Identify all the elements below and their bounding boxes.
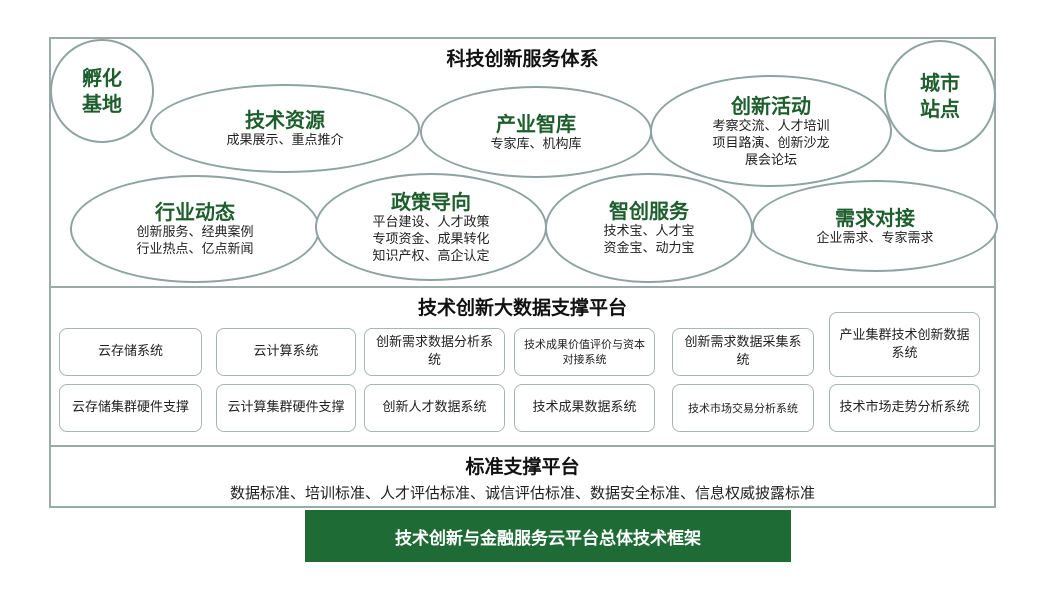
ellipse-title: 行业动态 (155, 200, 235, 224)
ellipse-industry-news: 行业动态创新服务、经典案例 行业热点、亿点新闻 (70, 175, 320, 283)
system-box: 创新需求数据采集系统 (672, 328, 814, 376)
standard-section (49, 445, 996, 508)
ellipse-title: 技术资源 (245, 108, 325, 132)
ellipse-tech-resources: 技术资源成果展示、重点推介 (150, 84, 420, 173)
ellipse-sub: 平台建设、人才政策 专项资金、成果转化 知识产权、高企认定 (372, 214, 490, 264)
system-box: 云存储集群硬件支撑 (59, 384, 202, 432)
ellipse-smart-services: 智创服务技术宝、人才宝 资金宝、动力宝 (545, 173, 753, 283)
ellipse-title: 创新活动 (731, 93, 811, 118)
ellipse-policy: 政策导向平台建设、人才政策 专项资金、成果转化 知识产权、高企认定 (315, 173, 547, 281)
ellipse-sub: 企业需求、专家需求 (816, 230, 934, 246)
service-system-title: 科技创新服务体系 (446, 48, 599, 70)
ellipse-sub: 专家库、机构库 (490, 136, 582, 152)
circle-label: 孵化 基地 (82, 66, 122, 116)
ellipse-title: 政策导向 (391, 189, 471, 214)
big-data-title: 技术创新大数据支撑平台 (417, 297, 627, 319)
ellipse-sub: 成果展示、重点推介 (226, 133, 344, 148)
system-box: 技术市场交易分析系统 (672, 384, 814, 432)
system-box: 技术成果价值评价与资本对接系统 (514, 328, 655, 376)
incubator-circle: 孵化 基地 (50, 39, 154, 143)
system-box: 云存储系统 (59, 328, 202, 376)
circle-label: 城市 站点 (920, 71, 960, 121)
ellipse-sub: 创新服务、经典案例 行业热点、亿点新闻 (136, 225, 254, 257)
ellipse-demand-matching: 需求对接企业需求、专家需求 (752, 180, 998, 272)
framework-banner: 技术创新与金融服务云平台总体技术框架 (305, 510, 791, 562)
city-station-circle: 城市 站点 (884, 40, 996, 152)
ellipse-title: 智创服务 (609, 199, 689, 223)
ellipse-title: 需求对接 (835, 205, 915, 230)
ellipse-innovation-activities: 创新活动考察交流、人才培训 项目路演、创新沙龙 展会论坛 (650, 75, 892, 187)
ellipse-title: 产业智库 (496, 111, 576, 136)
standard-items: 数据标准、培训标准、人才评估标准、诚信评估标准、数据安全标准、信息权威披露标准 (229, 484, 815, 502)
system-box: 创新人才数据系统 (364, 384, 505, 432)
system-box: 技术成果数据系统 (514, 384, 655, 432)
ellipse-sub: 技术宝、人才宝 资金宝、动力宝 (603, 224, 695, 256)
system-box: 云计算系统 (216, 328, 356, 376)
system-box: 创新需求数据分析系统 (364, 328, 505, 376)
ellipse-think-tank: 产业智库专家库、机构库 (420, 86, 652, 178)
system-box: 技术市场走势分析系统 (829, 384, 980, 432)
ellipse-sub: 考察交流、人才培训 项目路演、创新沙龙 展会论坛 (712, 118, 830, 168)
system-box: 产业集群技术创新数据系统 (829, 312, 980, 377)
standard-title: 标准支撑平台 (465, 456, 580, 478)
system-box: 云计算集群硬件支撑 (216, 384, 356, 432)
